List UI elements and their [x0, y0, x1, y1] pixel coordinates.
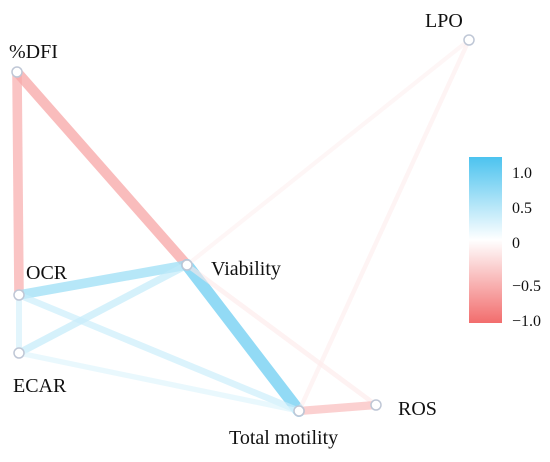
node-lpo	[463, 34, 475, 46]
legend-tick-label: 0	[512, 235, 520, 252]
edge-total_motility-ros	[294, 400, 381, 416]
node-ocr	[13, 289, 25, 301]
node-label-viability: Viability	[211, 258, 281, 280]
node-viability	[181, 259, 193, 271]
edge-viability-lpo	[184, 37, 472, 268]
node-label-dfi: %DFI	[9, 41, 58, 63]
edge-dfi-viability	[11, 66, 193, 271]
node-label-ros: ROS	[398, 398, 437, 420]
node-total_motility	[293, 405, 305, 417]
node-label-ocr: OCR	[26, 262, 68, 284]
node-label-ecar: ECAR	[13, 375, 67, 397]
edge-viability-ecar	[15, 261, 191, 357]
node-ecar	[13, 347, 25, 359]
edge-viability-ros	[184, 262, 379, 408]
legend-tick-label: 0.5	[512, 200, 532, 217]
node-dfi	[11, 66, 23, 78]
legend-tick-label: −0.5	[512, 278, 541, 295]
node-label-lpo: LPO	[425, 10, 463, 32]
edge-total_motility-lpo	[296, 37, 472, 414]
legend-colorbar	[469, 157, 502, 323]
edges-layer	[11, 37, 472, 417]
edge-ocr-total_motility	[15, 291, 303, 415]
legend-tick-label: −1.0	[512, 313, 541, 330]
edge-viability-total_motility	[181, 259, 305, 417]
legend-ticks: 1.0 0.5 0 −0.5 −1.0	[512, 165, 541, 330]
edge-ecar-total_motility	[16, 350, 302, 414]
legend-tick-label: 1.0	[512, 165, 532, 182]
color-legend: 1.0 0.5 0 −0.5 −1.0	[469, 157, 541, 330]
nodes-layer	[11, 34, 475, 417]
edge-viability-ocr	[14, 260, 192, 300]
node-label-total_motility: Total motility	[229, 427, 338, 449]
edge-dfi-ocr	[12, 67, 24, 300]
labels-layer: LPO %DFI Viability OCR ECAR ROS Total motility	[9, 10, 463, 449]
node-ros	[370, 399, 382, 411]
